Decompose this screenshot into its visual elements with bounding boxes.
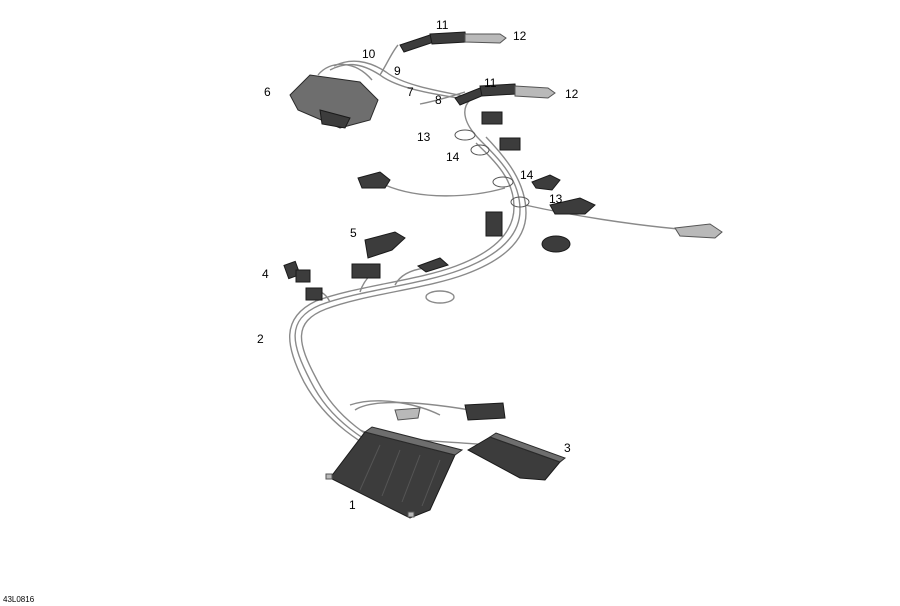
harness-connector [394,402,506,421]
harness-connector-center [416,257,449,273]
callout-2: 2 [257,332,264,346]
callout-7: 7 [407,85,414,99]
callout-13-upper: 13 [417,130,431,144]
callout-5: 5 [350,226,357,240]
callout-4: 4 [262,267,269,281]
oxygen-sensor-lower [454,83,556,106]
callout-1: 1 [349,498,356,512]
harness-connector-left [357,171,391,189]
callout-12-lower: 12 [565,87,579,101]
relay-module [466,432,567,481]
callout-10: 10 [362,47,376,61]
upper-connectors [481,111,521,151]
callout-11-lower: 11 [484,76,497,90]
sensor-item-5 [351,231,406,279]
sensor-item-4 [283,260,323,301]
figure-reference-code: 43L0816 [3,595,35,604]
ecm-module [325,426,464,519]
oxygen-sensor-upper [399,31,507,53]
main-harness [289,44,691,473]
callout-14-lower: 14 [520,168,534,182]
callout-6: 6 [264,85,271,99]
ignition-coil [289,63,379,129]
callout-9: 9 [394,64,401,78]
callout-11-upper: 11 [436,18,449,32]
callout-12-upper: 12 [513,29,527,43]
sensor-connectors-right [531,174,723,239]
callout-14-upper: 14 [446,150,460,164]
harness-connector-vertical [485,211,571,253]
callout-8: 8 [435,93,442,107]
callout-13-lower: 13 [549,192,563,206]
callout-3: 3 [564,441,571,455]
